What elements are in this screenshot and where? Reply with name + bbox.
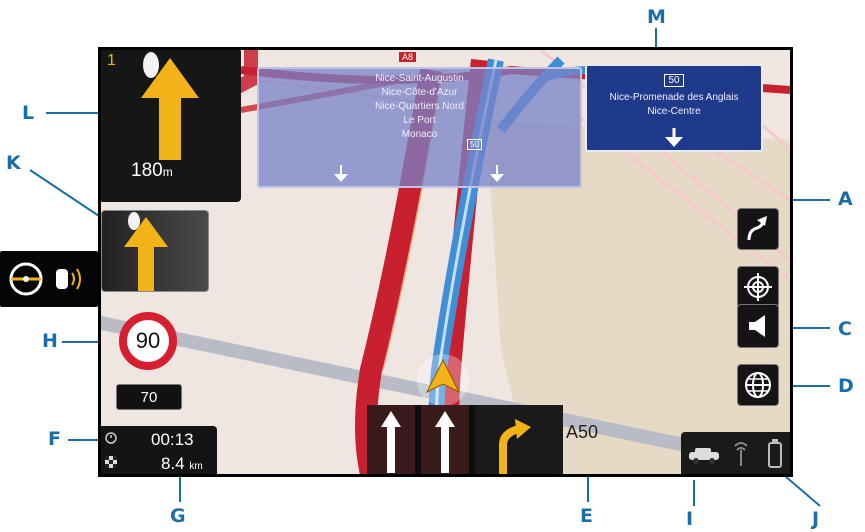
trip-distance-value: 8.4 (161, 454, 185, 473)
next-turn-distance-value: 180 (131, 160, 163, 181)
speed-limit-sign: 90 (119, 312, 177, 370)
signpost-line: Nice-Centre (647, 106, 701, 117)
globe-icon (745, 372, 771, 398)
callout-f: F (48, 428, 61, 450)
signpost-road-badge: 50 (664, 74, 684, 87)
next-turn-distance-unit: m (162, 165, 173, 179)
next-turn-distance: 180m (131, 160, 173, 182)
speed-limit-value: 90 (135, 328, 161, 353)
callout-h: H (42, 330, 58, 352)
down-arrow-icon (490, 165, 504, 182)
signpost-line: Nice-Côte-d'Azur (381, 87, 458, 98)
gps-target-button[interactable] (737, 266, 779, 308)
current-road-name: A50 (566, 422, 599, 442)
current-speed-value: 70 (140, 388, 158, 406)
signpost-left: Nice-Saint-Augustin Nice-Côte-d'Azur Nic… (257, 67, 582, 188)
callout-m: M (647, 6, 666, 28)
compass-icon (9, 262, 43, 296)
down-arrow-icon (334, 165, 348, 182)
signpost-line: Le Port (403, 115, 436, 126)
battery-icon (768, 439, 782, 468)
lane-guidance (367, 405, 563, 474)
navigation-screen: A8 Nice-Saint-Augustin Nice-Côte-d'Azur … (98, 47, 793, 477)
map-road-badge: A8 (399, 52, 417, 62)
map-view-button[interactable] (737, 364, 779, 406)
signpost-line: Nice-Promenade des Anglais (609, 92, 739, 103)
current-speed-box: 70 (116, 384, 182, 410)
down-arrow-icon (665, 128, 683, 147)
vehicle-position-arrow (425, 358, 461, 394)
callout-g: G (170, 505, 186, 527)
status-bar (681, 432, 790, 474)
gps-target-icon (744, 273, 772, 301)
trip-info-panel[interactable]: 00:13 8.4 km (101, 426, 217, 474)
trip-time: 00:13 (151, 430, 194, 449)
route-options-button[interactable] (737, 208, 779, 250)
next-turn-panel[interactable]: 1 180m (101, 50, 241, 202)
callout-k: K (6, 152, 21, 174)
map-view[interactable]: A8 Nice-Saint-Augustin Nice-Côte-d'Azur … (101, 50, 790, 474)
sound-button[interactable] (737, 304, 779, 348)
trip-distance: 8.4 km (161, 454, 203, 474)
signpost-line: Nice-Saint-Augustin (375, 73, 464, 84)
checkered-flag-icon (105, 456, 117, 468)
clock-icon (105, 432, 117, 444)
right-lane-arrow-icon (499, 419, 531, 474)
signpost-road-badge: 50 (467, 139, 482, 150)
signpost-line: Monaco (401, 129, 438, 140)
route-options-icon (747, 216, 767, 241)
callout-d: D (838, 375, 854, 397)
straight-lane-arrow-icon (381, 411, 401, 473)
callout-l: L (22, 102, 35, 124)
lane (367, 405, 415, 474)
signpost-right: 50 Nice-Promenade des Anglais Nice-Centr… (585, 64, 763, 152)
callout-e: E (580, 505, 593, 527)
lane (475, 405, 563, 474)
trip-distance-unit: km (189, 461, 203, 472)
gps-signal-icon (734, 442, 748, 466)
next-turn-index: 1 (107, 52, 116, 69)
callout-a: A (838, 188, 853, 210)
compass-voice-box (0, 251, 98, 307)
car-icon (689, 448, 719, 464)
straight-arrow-icon (124, 212, 168, 291)
voice-icon (56, 268, 81, 290)
straight-lane-arrow-icon (435, 411, 455, 473)
straight-arrow-icon (141, 52, 199, 160)
callout-j: J (812, 508, 820, 530)
callout-i: I (686, 508, 694, 530)
speaker-icon (749, 315, 765, 337)
second-turn-panel[interactable] (101, 210, 209, 292)
callout-c: C (838, 318, 852, 340)
signpost-line: Nice-Quartiers Nord (375, 101, 464, 112)
lane (421, 405, 469, 474)
